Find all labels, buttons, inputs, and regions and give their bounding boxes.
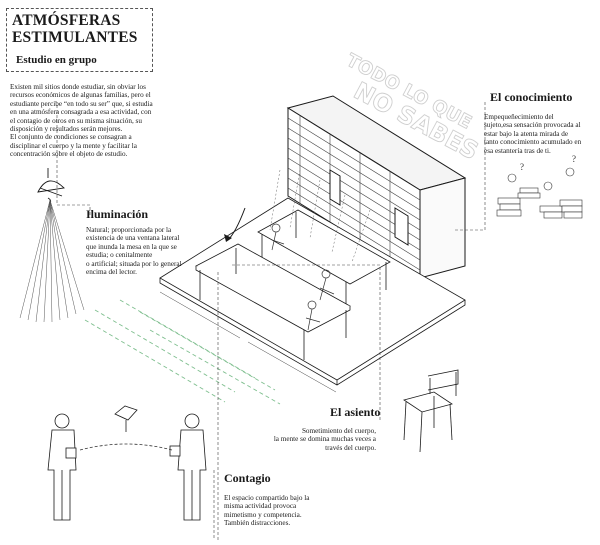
- page-subtitle: Estudio en grupo: [16, 54, 97, 66]
- intro-line: estudiante percibe “en todo su ser” que,…: [10, 99, 153, 108]
- books-pile-icon: ? ?: [496, 154, 583, 219]
- contagio-link: [79, 443, 173, 451]
- iluminacion-line: estudia; o cenitalmente: [86, 251, 153, 260]
- conocimiento-line: sujeto,esa sensación provocada al: [484, 121, 581, 130]
- student-figures: [271, 223, 335, 331]
- title-line-2: ESTIMULANTES: [12, 29, 138, 46]
- intro-line: El conjunto de condiciones se consagran …: [10, 133, 132, 142]
- green-light-lines: [84, 299, 281, 405]
- light-rays: [269, 169, 371, 263]
- conocimiento-text: Empequeñecimiento del sujeto,esa sensaci…: [484, 113, 598, 155]
- iluminacion-line: o artificial; situada por lo general: [86, 259, 182, 268]
- intro-line: disposición y resultados serán mejores.: [10, 125, 123, 134]
- iluminacion-line: encima del lector.: [86, 268, 137, 277]
- iluminacion-heading: Iluminación: [86, 207, 149, 221]
- person-right-icon: [169, 413, 207, 521]
- conocimiento-line: Empequeñecimiento del: [484, 113, 554, 121]
- asiento-line: la mente se domina muchas veces a: [273, 435, 376, 444]
- page-title: ATMÓSFERAS ESTIMULANTES: [12, 12, 138, 46]
- person-left-icon: [47, 413, 77, 521]
- intro-line: concentración sobre el objeto de estudio…: [10, 150, 128, 159]
- contagio-line: mimetismo y competencia.: [224, 510, 302, 519]
- lamp-light-cone: [19, 199, 85, 323]
- asiento-line: Sometimiento del cuerpo,: [301, 427, 376, 435]
- contagio-heading: Contagio: [224, 471, 271, 485]
- conocimiento-line: esa estantería tras de ti.: [484, 146, 551, 155]
- asiento-text: Sometimiento del cuerpo, la mente se dom…: [272, 427, 376, 452]
- iluminacion-line: Natural; proporcionada por la: [86, 226, 172, 234]
- intro-line: recursos económicos de algunas familias,…: [10, 91, 151, 100]
- iluminacion-text: Natural; proporcionada por la existencia…: [86, 226, 216, 276]
- leader-lines: [56, 100, 486, 540]
- conocimiento-line: estar bajo la atenta mirada de: [484, 129, 569, 138]
- iluminacion-line: que inunda la mesa en la que se: [86, 242, 177, 251]
- conocimiento-heading: El conocimiento: [490, 90, 573, 104]
- intro-line: disciplinar el cuerpo y la mente y facil…: [10, 141, 137, 150]
- intro-line: Existen mil sitios donde estudiar, sin o…: [10, 83, 146, 91]
- intro-line: el contagio de otros en su misma situaci…: [10, 116, 142, 125]
- title-box: [6, 8, 153, 72]
- contagio-text: El espacio compartido bajo la misma acti…: [224, 494, 344, 528]
- svg-text:?: ?: [572, 154, 576, 164]
- bookshelf-wall: [286, 95, 467, 279]
- conocimiento-line: tanto conocimiento acumulado en: [484, 138, 582, 147]
- contagio-line: El espacio compartido bajo la: [224, 494, 310, 502]
- dimension-marks: [159, 291, 337, 393]
- contagio-line: También distracciones.: [224, 519, 291, 528]
- book-icon: [114, 405, 138, 432]
- iluminacion-line: existencia de una ventana lateral: [86, 234, 180, 243]
- lamp-icon: [37, 168, 65, 205]
- asiento-line: través del cuerpo.: [325, 443, 376, 452]
- svg-text:?: ?: [520, 162, 524, 172]
- title-line-1: ATMÓSFERAS: [12, 12, 121, 29]
- intro-line: en una atmósfera consagrada a esa activi…: [10, 108, 152, 117]
- chair-icon: [403, 369, 459, 453]
- asiento-heading: El asiento: [330, 405, 381, 419]
- contagio-line: misma actividad provoca: [224, 502, 297, 511]
- intro-paragraph: Existen mil sitios donde estudiar, sin o…: [10, 83, 178, 159]
